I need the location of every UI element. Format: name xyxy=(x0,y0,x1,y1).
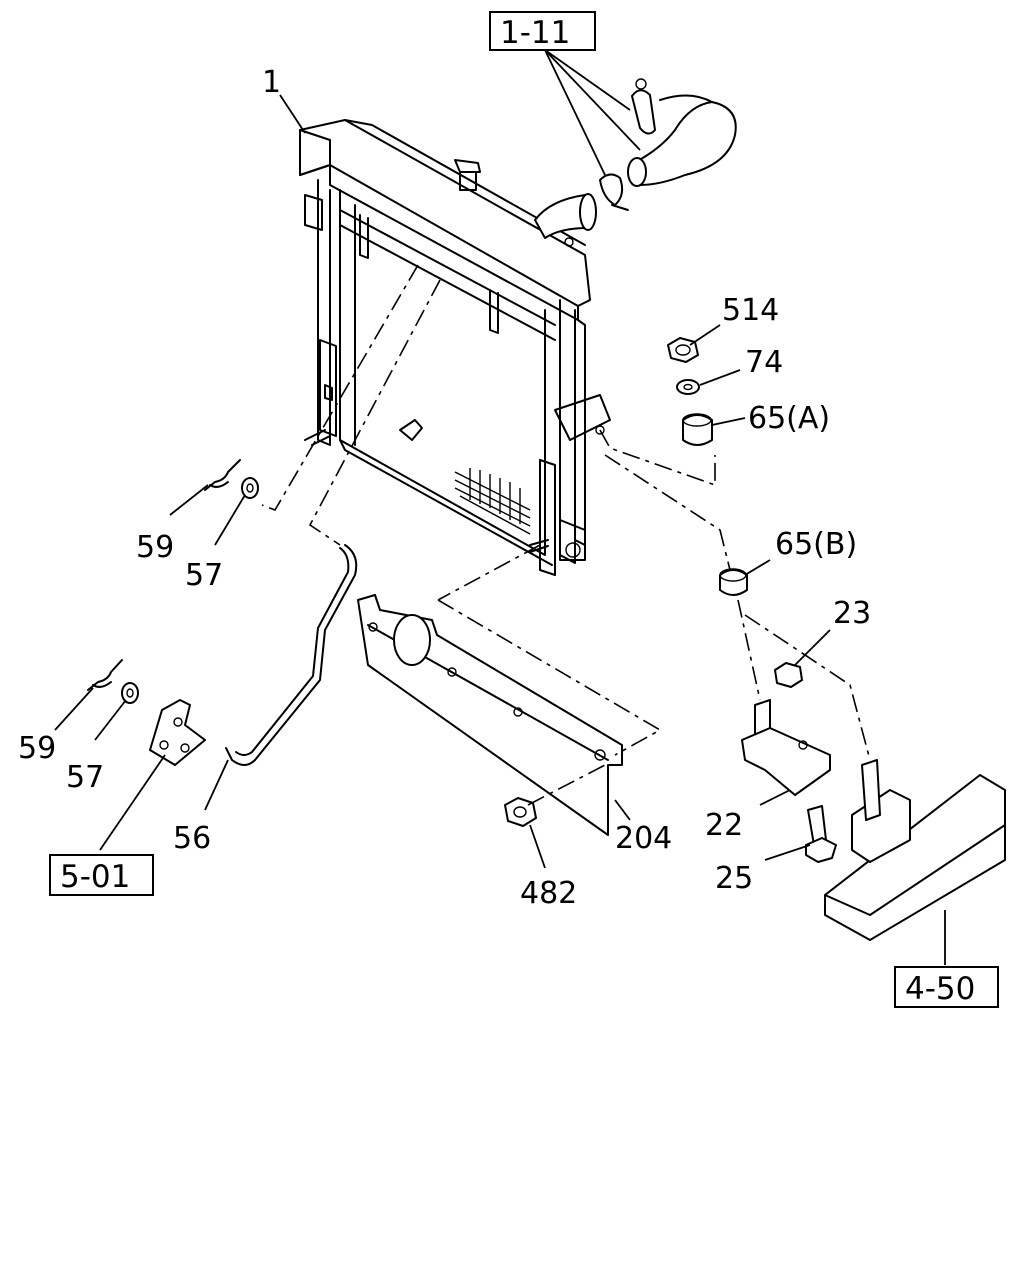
callout-25: 25 xyxy=(715,861,753,896)
callout-514: 514 xyxy=(722,293,779,328)
reference-label-1-11: 1-11 xyxy=(500,15,570,51)
reference-box-5-01[interactable]: 5-01 xyxy=(49,854,154,896)
callout-23: 23 xyxy=(833,596,871,631)
upper-hose xyxy=(599,78,737,211)
mounting-parts xyxy=(667,337,1006,941)
callout-56: 56 xyxy=(173,821,211,856)
callout-57-lower: 57 xyxy=(66,760,104,795)
callout-22: 22 xyxy=(705,808,743,843)
radiator-mesh xyxy=(454,468,531,535)
callout-labels: 1 514 74 65(A) 65(B) 23 59 57 59 57 56 2… xyxy=(18,65,871,911)
lower-shroud xyxy=(357,594,623,836)
reference-label-4-50: 4-50 xyxy=(905,971,975,1007)
assembly-lines xyxy=(261,264,871,806)
leader-lines xyxy=(54,49,946,965)
reference-box-1-11[interactable]: 1-11 xyxy=(489,11,596,51)
callout-65b: 65(B) xyxy=(775,527,857,562)
callout-59-upper: 59 xyxy=(136,530,174,565)
callout-482: 482 xyxy=(520,876,577,911)
radiator-assembly xyxy=(299,119,611,576)
callout-57-upper: 57 xyxy=(185,558,223,593)
reference-label-5-01: 5-01 xyxy=(60,859,130,895)
overflow-hose-parts xyxy=(87,459,358,766)
callout-65a: 65(A) xyxy=(748,401,830,436)
callout-1: 1 xyxy=(262,65,281,100)
callout-204: 204 xyxy=(615,821,672,856)
reference-box-4-50[interactable]: 4-50 xyxy=(894,966,999,1008)
callout-59-lower: 59 xyxy=(18,731,56,766)
callout-74: 74 xyxy=(745,345,783,380)
